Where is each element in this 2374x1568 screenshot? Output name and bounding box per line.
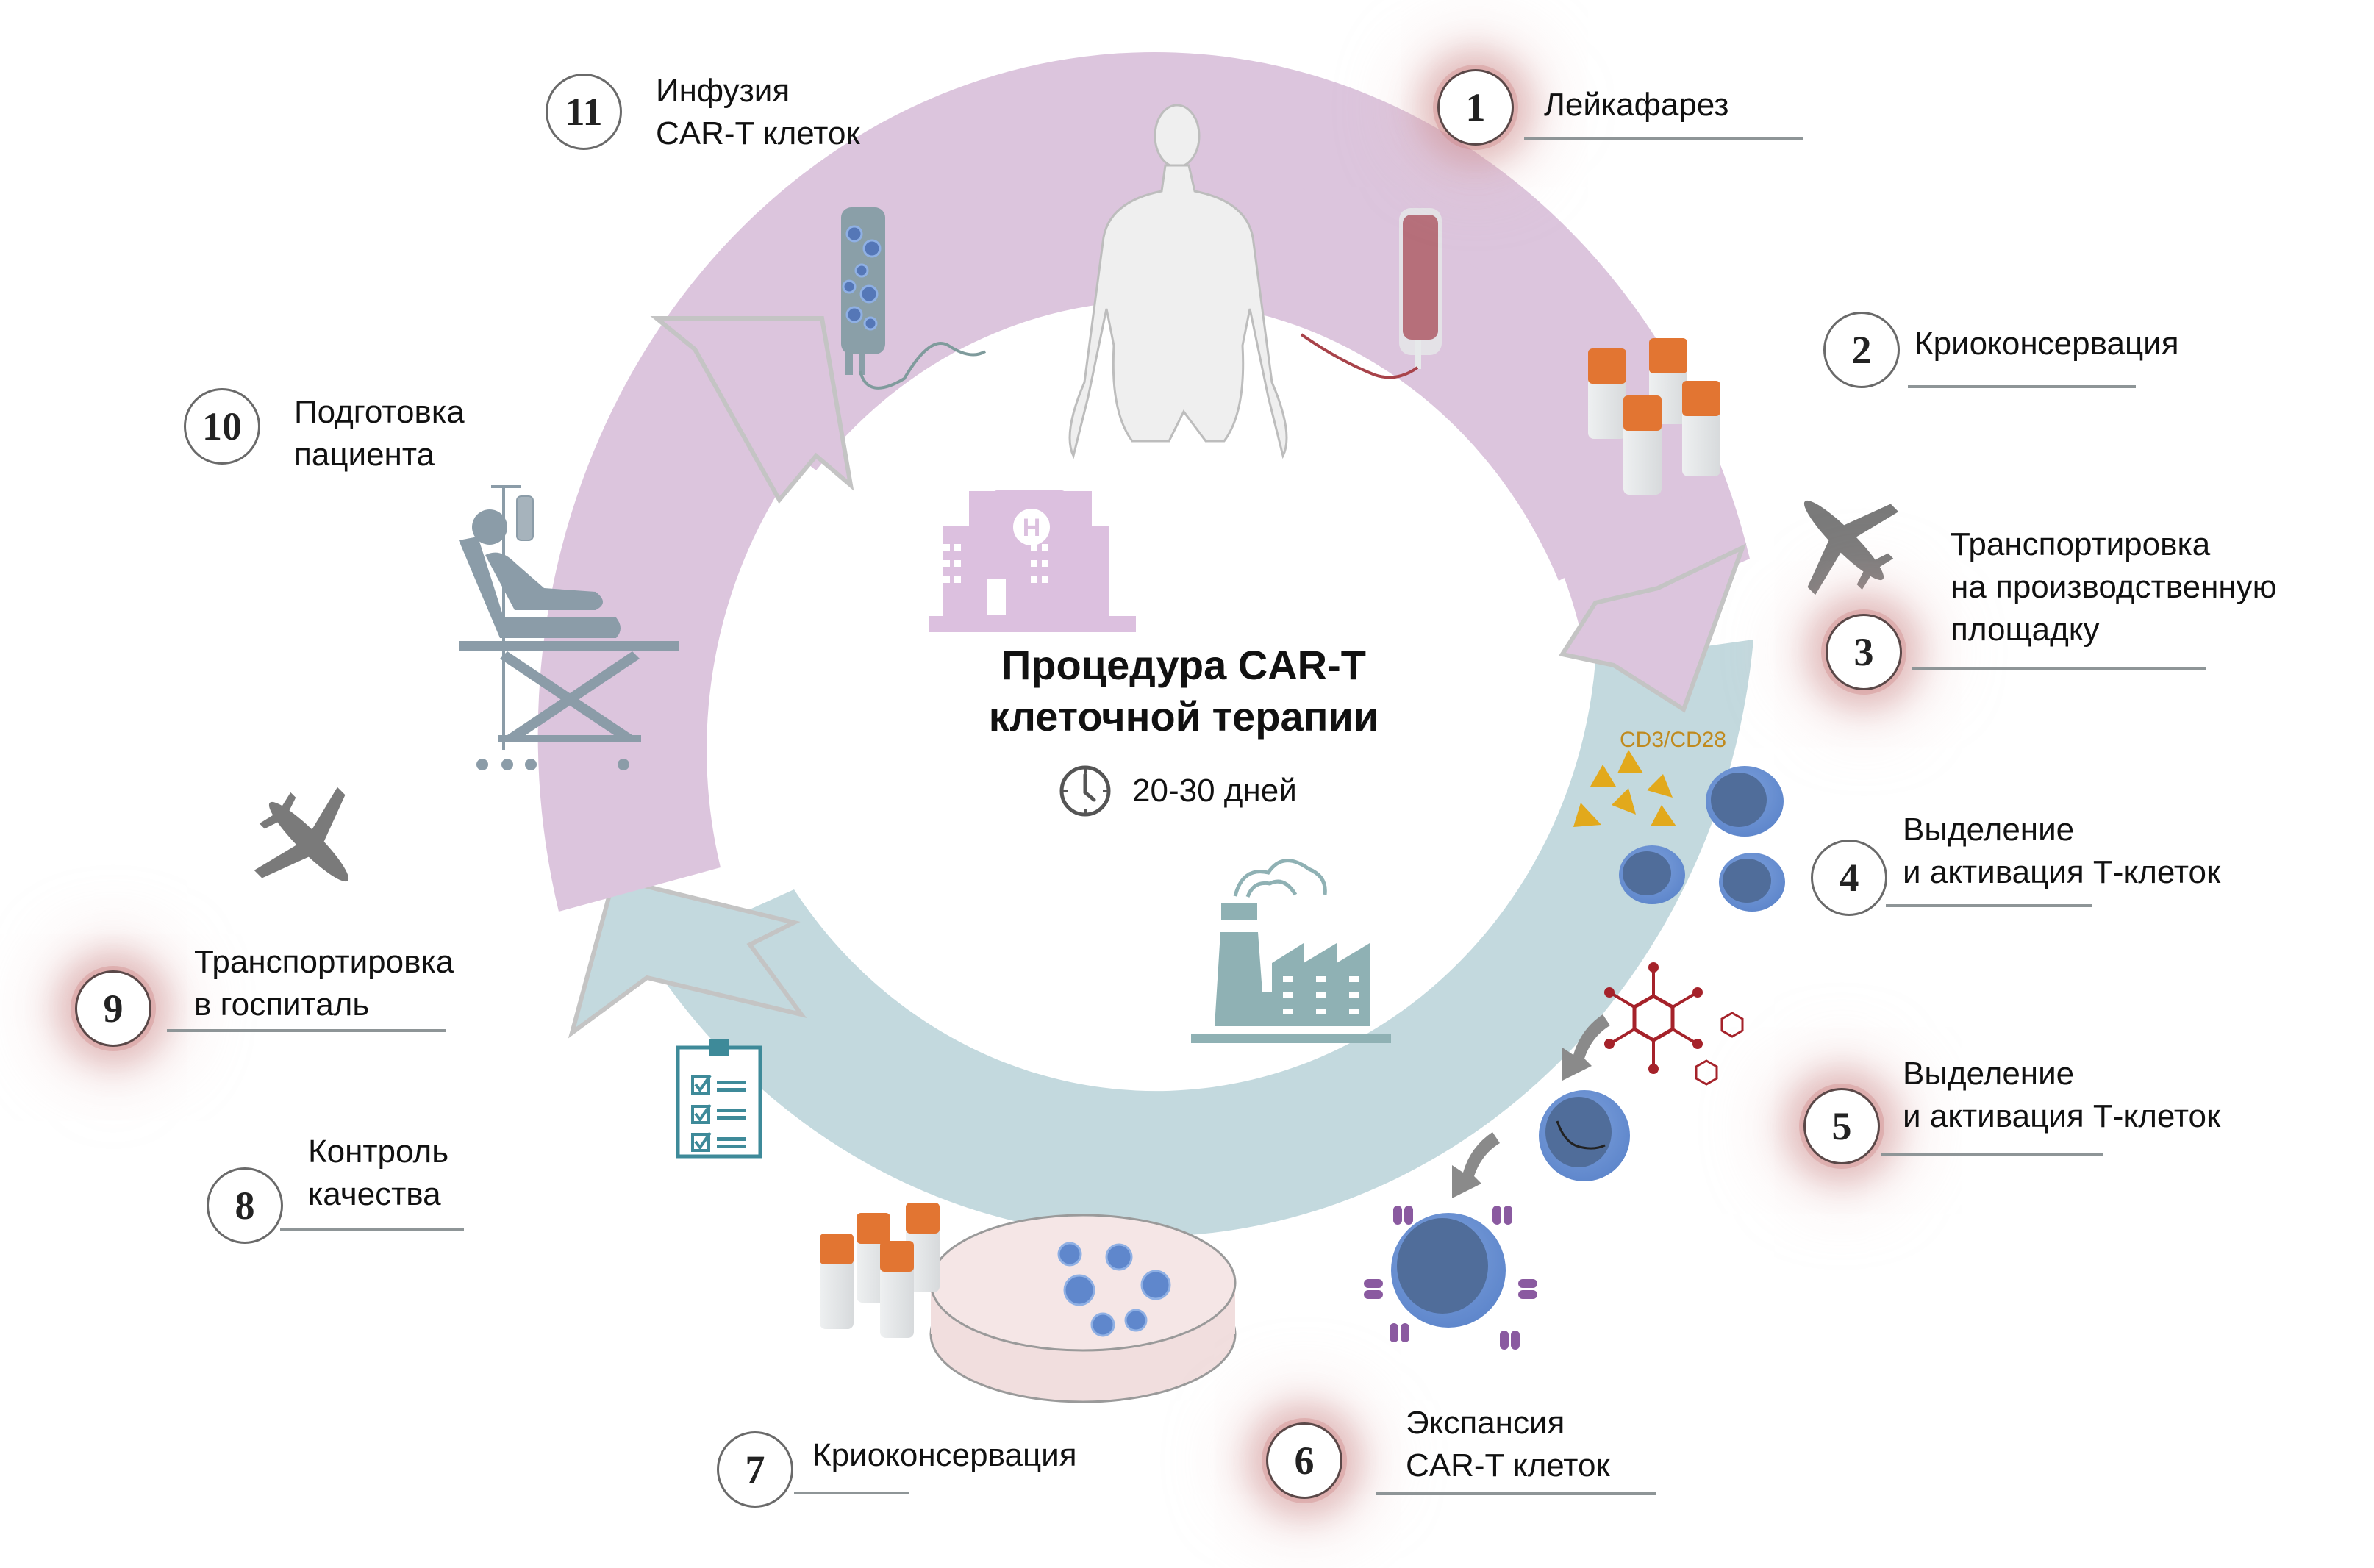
cd3-cd28-label: CD3/CD28 — [1620, 728, 1727, 752]
diagram-title-line1: Процедура CAR-T — [1001, 642, 1366, 688]
svg-text:H: H — [1023, 514, 1041, 542]
step-label-line: в госпиталь — [194, 987, 370, 1023]
ring-manufacturing-segment — [647, 640, 1753, 1237]
step-label-line: площадку — [1951, 612, 2100, 648]
step-label-line: CAR-T клеток — [1406, 1447, 1610, 1483]
step-label-line: Транспортировка — [1951, 526, 2211, 562]
step-underline — [794, 1492, 909, 1494]
hospital-icon: H — [929, 490, 1136, 632]
cryo-vials-top-icon — [1588, 338, 1720, 495]
step-label: Лейкафарез — [1544, 84, 1728, 126]
step-badge: 8 — [207, 1167, 283, 1244]
viral-vector-icon — [1604, 962, 1744, 1086]
step-label-line: Выделение — [1903, 1056, 2075, 1092]
cryo-vials-bottom-icon — [820, 1203, 940, 1338]
step-label-line: CAR-T клеток — [656, 115, 860, 151]
step-label-line: Экспансия — [1406, 1405, 1565, 1441]
step-underline — [1376, 1492, 1656, 1495]
duration: 20-30 дней — [1059, 765, 1297, 817]
process-arrow — [1452, 1014, 1610, 1198]
step-label-line: Криоконсервация — [1914, 326, 2179, 362]
step-badge: 9 — [75, 970, 151, 1047]
step-label-line: и активация Т-клеток — [1903, 854, 2221, 890]
ring-arrowhead-top — [650, 316, 854, 504]
step-underline — [167, 1029, 446, 1032]
patient-figure — [1068, 104, 1288, 459]
step-label: Выделение и активация Т-клеток — [1903, 1053, 2220, 1138]
step-underline — [280, 1228, 464, 1231]
step-label: Транспортировка на производственную площ… — [1951, 523, 2277, 651]
step-label-line: и активация Т-клеток — [1903, 1098, 2221, 1134]
step-label-line: Инфузия — [656, 73, 790, 109]
patient-bed-icon — [459, 485, 679, 770]
car-t-bag-icon — [841, 207, 987, 390]
step-label: Инфузия CAR-T клеток — [656, 70, 860, 155]
step-badge: 3 — [1826, 614, 1902, 690]
step-underline — [1524, 137, 1803, 140]
step-label: Криоконсервация — [1914, 323, 2179, 365]
step-underline — [1908, 385, 2136, 388]
step-label-line: Транспортировка — [194, 944, 454, 980]
step-label-line: Контроль — [308, 1134, 449, 1170]
factory-icon — [1191, 859, 1391, 1043]
step-badge: 5 — [1803, 1088, 1880, 1164]
step-badge: 2 — [1823, 312, 1900, 388]
diagram-title: Процедура CAR-T клеточной терапии — [941, 640, 1426, 742]
step-label: Экспансия CAR-T клеток — [1406, 1402, 1610, 1487]
airplane-icon-return — [254, 787, 349, 882]
step-label: Транспортировка в госпиталь — [194, 941, 454, 1026]
ring-patient-upper — [706, 168, 1691, 581]
step-underline — [1886, 904, 2092, 907]
car-t-cell — [1364, 1206, 1537, 1350]
step-badge: 6 — [1266, 1422, 1342, 1499]
step-label: Криоконсервация — [812, 1434, 1077, 1477]
step-label-line: качества — [308, 1176, 441, 1212]
duration-text: 20-30 дней — [1132, 773, 1297, 809]
step-label: Выделение и активация Т-клеток — [1903, 809, 2220, 894]
step-badge: 10 — [184, 388, 260, 465]
step-underline — [1881, 1153, 2103, 1156]
clipboard-checklist-icon — [676, 1039, 762, 1159]
step-label-line: Криоконсервация — [812, 1437, 1077, 1473]
clock-icon — [1059, 765, 1111, 817]
step-label-line: Подготовка — [294, 394, 465, 430]
blood-bag-icon — [1300, 208, 1442, 379]
step-label-line: на производственную — [1951, 569, 2277, 605]
step-label: Подготовка пациента — [294, 391, 465, 476]
airplane-icon-outbound — [1803, 500, 1899, 595]
antigen-triangles — [1573, 750, 1676, 827]
step-underline — [1912, 667, 2206, 670]
diagram-title-line2: клеточной терапии — [988, 693, 1379, 740]
step-badge: 4 — [1811, 840, 1887, 916]
t-cell — [1619, 766, 1785, 912]
step-badge: 7 — [717, 1431, 793, 1508]
step-badge: 11 — [546, 74, 622, 150]
petri-dish-icon — [929, 1214, 1237, 1403]
step-badge: 1 — [1437, 69, 1514, 146]
step-label-line: Выделение — [1903, 812, 2075, 848]
ring-arrowhead-right — [1559, 543, 1747, 713]
step-label: Контроль качества — [308, 1131, 448, 1216]
transduced-t-cell — [1539, 1090, 1630, 1181]
step-label-line: пациента — [294, 437, 435, 473]
step-label-line: Лейкафарез — [1544, 87, 1729, 123]
